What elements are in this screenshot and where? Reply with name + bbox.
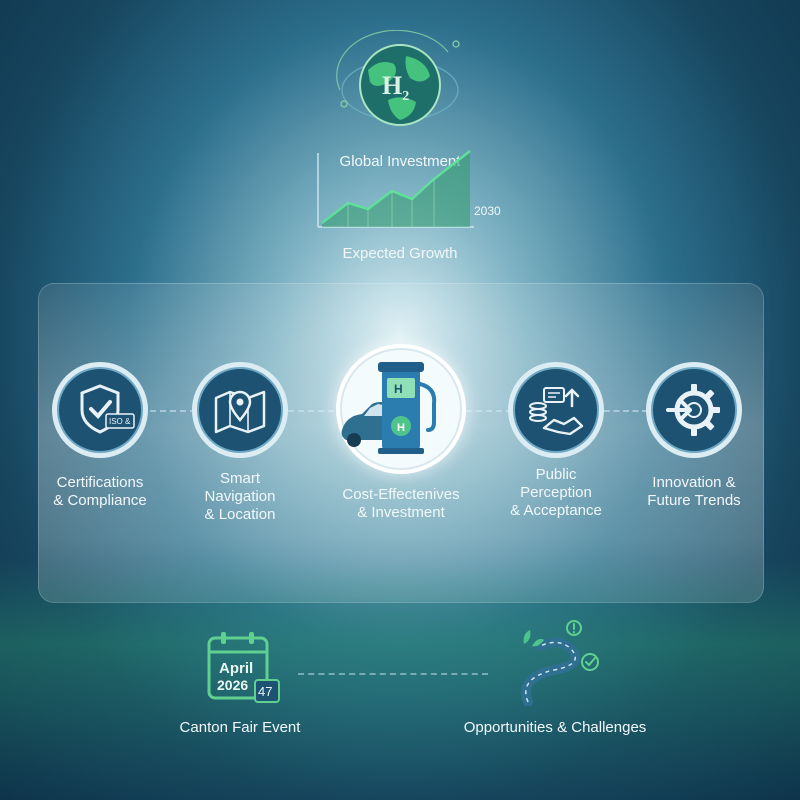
hydrogen-globe-icon: H2 bbox=[336, 30, 460, 126]
calendar-icon: April 2026 47 bbox=[207, 632, 280, 703]
connector bbox=[288, 410, 334, 412]
event-label: Canton Fair Event bbox=[179, 719, 301, 736]
step-label-certifications: Certifications& Compliance bbox=[53, 474, 147, 509]
step-node-perception[interactable] bbox=[508, 362, 604, 458]
svg-text:47: 47 bbox=[258, 684, 272, 699]
step-node-navigation[interactable] bbox=[192, 362, 288, 458]
bottom-connector bbox=[298, 673, 488, 675]
step-label-cost: Cost-Effectenives& Investment bbox=[342, 486, 460, 521]
connector bbox=[604, 410, 648, 412]
growth-chart-icon bbox=[317, 150, 474, 228]
gear-arrow-icon bbox=[651, 367, 737, 453]
h2-text: H2 bbox=[382, 71, 409, 104]
svg-text:April: April bbox=[219, 660, 253, 677]
connector bbox=[466, 410, 512, 412]
svg-text:ISO &: ISO & bbox=[109, 417, 131, 426]
hydrogen-pump-car-icon: H H bbox=[340, 348, 462, 470]
investment-label: Global Investment bbox=[339, 153, 461, 170]
handshake-coins-icon bbox=[513, 367, 599, 453]
step-node-innovation[interactable] bbox=[646, 362, 742, 458]
step-node-certifications[interactable]: ISO & bbox=[52, 362, 148, 458]
step-node-cost[interactable]: H H bbox=[336, 344, 466, 474]
svg-text:H: H bbox=[397, 422, 405, 434]
svg-text:H: H bbox=[394, 382, 403, 396]
opportunities-label: Opportunities & Challenges bbox=[463, 719, 647, 736]
step-label-innovation: Innovation &Future Trends bbox=[647, 474, 741, 509]
svg-text:2026: 2026 bbox=[217, 677, 248, 693]
shield-check-icon: ISO & bbox=[57, 367, 143, 453]
bottom-glow bbox=[0, 560, 800, 800]
winding-road-icon bbox=[520, 620, 599, 706]
year-label: 2030 bbox=[474, 204, 501, 218]
connector bbox=[150, 410, 196, 412]
growth-label: Expected Growth bbox=[342, 245, 458, 262]
map-pin-icon bbox=[197, 367, 283, 453]
